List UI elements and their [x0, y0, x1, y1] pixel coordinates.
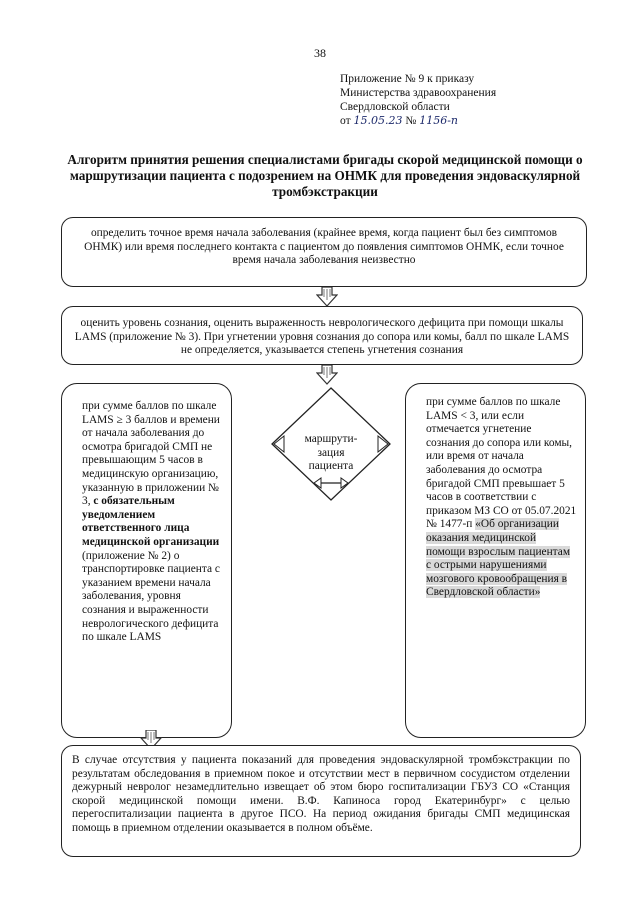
arrow-down-icon	[316, 287, 338, 307]
arrow-down-icon	[140, 730, 162, 750]
branch-lams-low-text: при сумме баллов по шкале LAMS < 3, или …	[426, 396, 577, 531]
branch-lams-low-box: при сумме баллов по шкале LAMS < 3, или …	[405, 383, 586, 738]
appendix-line-4: от 15.05.23 № 1156-п	[340, 114, 496, 128]
appendix-line-3: Свердловской области	[340, 101, 450, 113]
appendix-line-2: Министерства здравоохранения	[340, 87, 497, 99]
step-define-onset-text: определить точное время начала заболеван…	[84, 227, 564, 267]
step-define-onset-box: определить точное время начала заболеван…	[61, 217, 587, 287]
routing-decision-label: маршрути-зация пациента	[304, 433, 358, 473]
appendix-date-handwritten: 15.05.23	[353, 114, 403, 127]
step-assess-lams-box: оценить уровень сознания, оценить выраже…	[61, 306, 583, 365]
step-assess-lams-text: оценить уровень сознания, оценить выраже…	[74, 317, 570, 357]
rehospitalization-note-text: В случае отсутствия у пациента показаний…	[72, 754, 570, 834]
rehospitalization-note-box: В случае отсутствия у пациента показаний…	[61, 745, 581, 857]
routing-decision-diamond	[271, 387, 391, 501]
branch-lams-high-box: при сумме баллов по шкале LAMS ≥ 3 балло…	[61, 383, 232, 738]
appendix-date-prefix: от	[340, 115, 351, 127]
branch-lams-high-text-1: при сумме баллов по шкале LAMS ≥ 3 балло…	[82, 400, 220, 508]
document-title: Алгоритм принятия решения специалистами …	[67, 152, 583, 199]
page-number: 38	[314, 46, 326, 60]
appendix-line-1: Приложение № 9 к приказу	[340, 73, 475, 85]
appendix-header: Приложение № 9 к приказу Министерства зд…	[340, 72, 496, 128]
branch-lams-high-text-2: (приложение № 2) о транспортировке пацие…	[82, 549, 220, 644]
appendix-number-handwritten: 1156-п	[419, 114, 459, 127]
arrow-down-icon	[316, 365, 338, 385]
double-arrow-icon	[313, 477, 349, 489]
branch-lams-high-text-bold: с обязательным уведомлением ответственно…	[82, 495, 220, 548]
appendix-number-prefix: №	[405, 115, 417, 127]
